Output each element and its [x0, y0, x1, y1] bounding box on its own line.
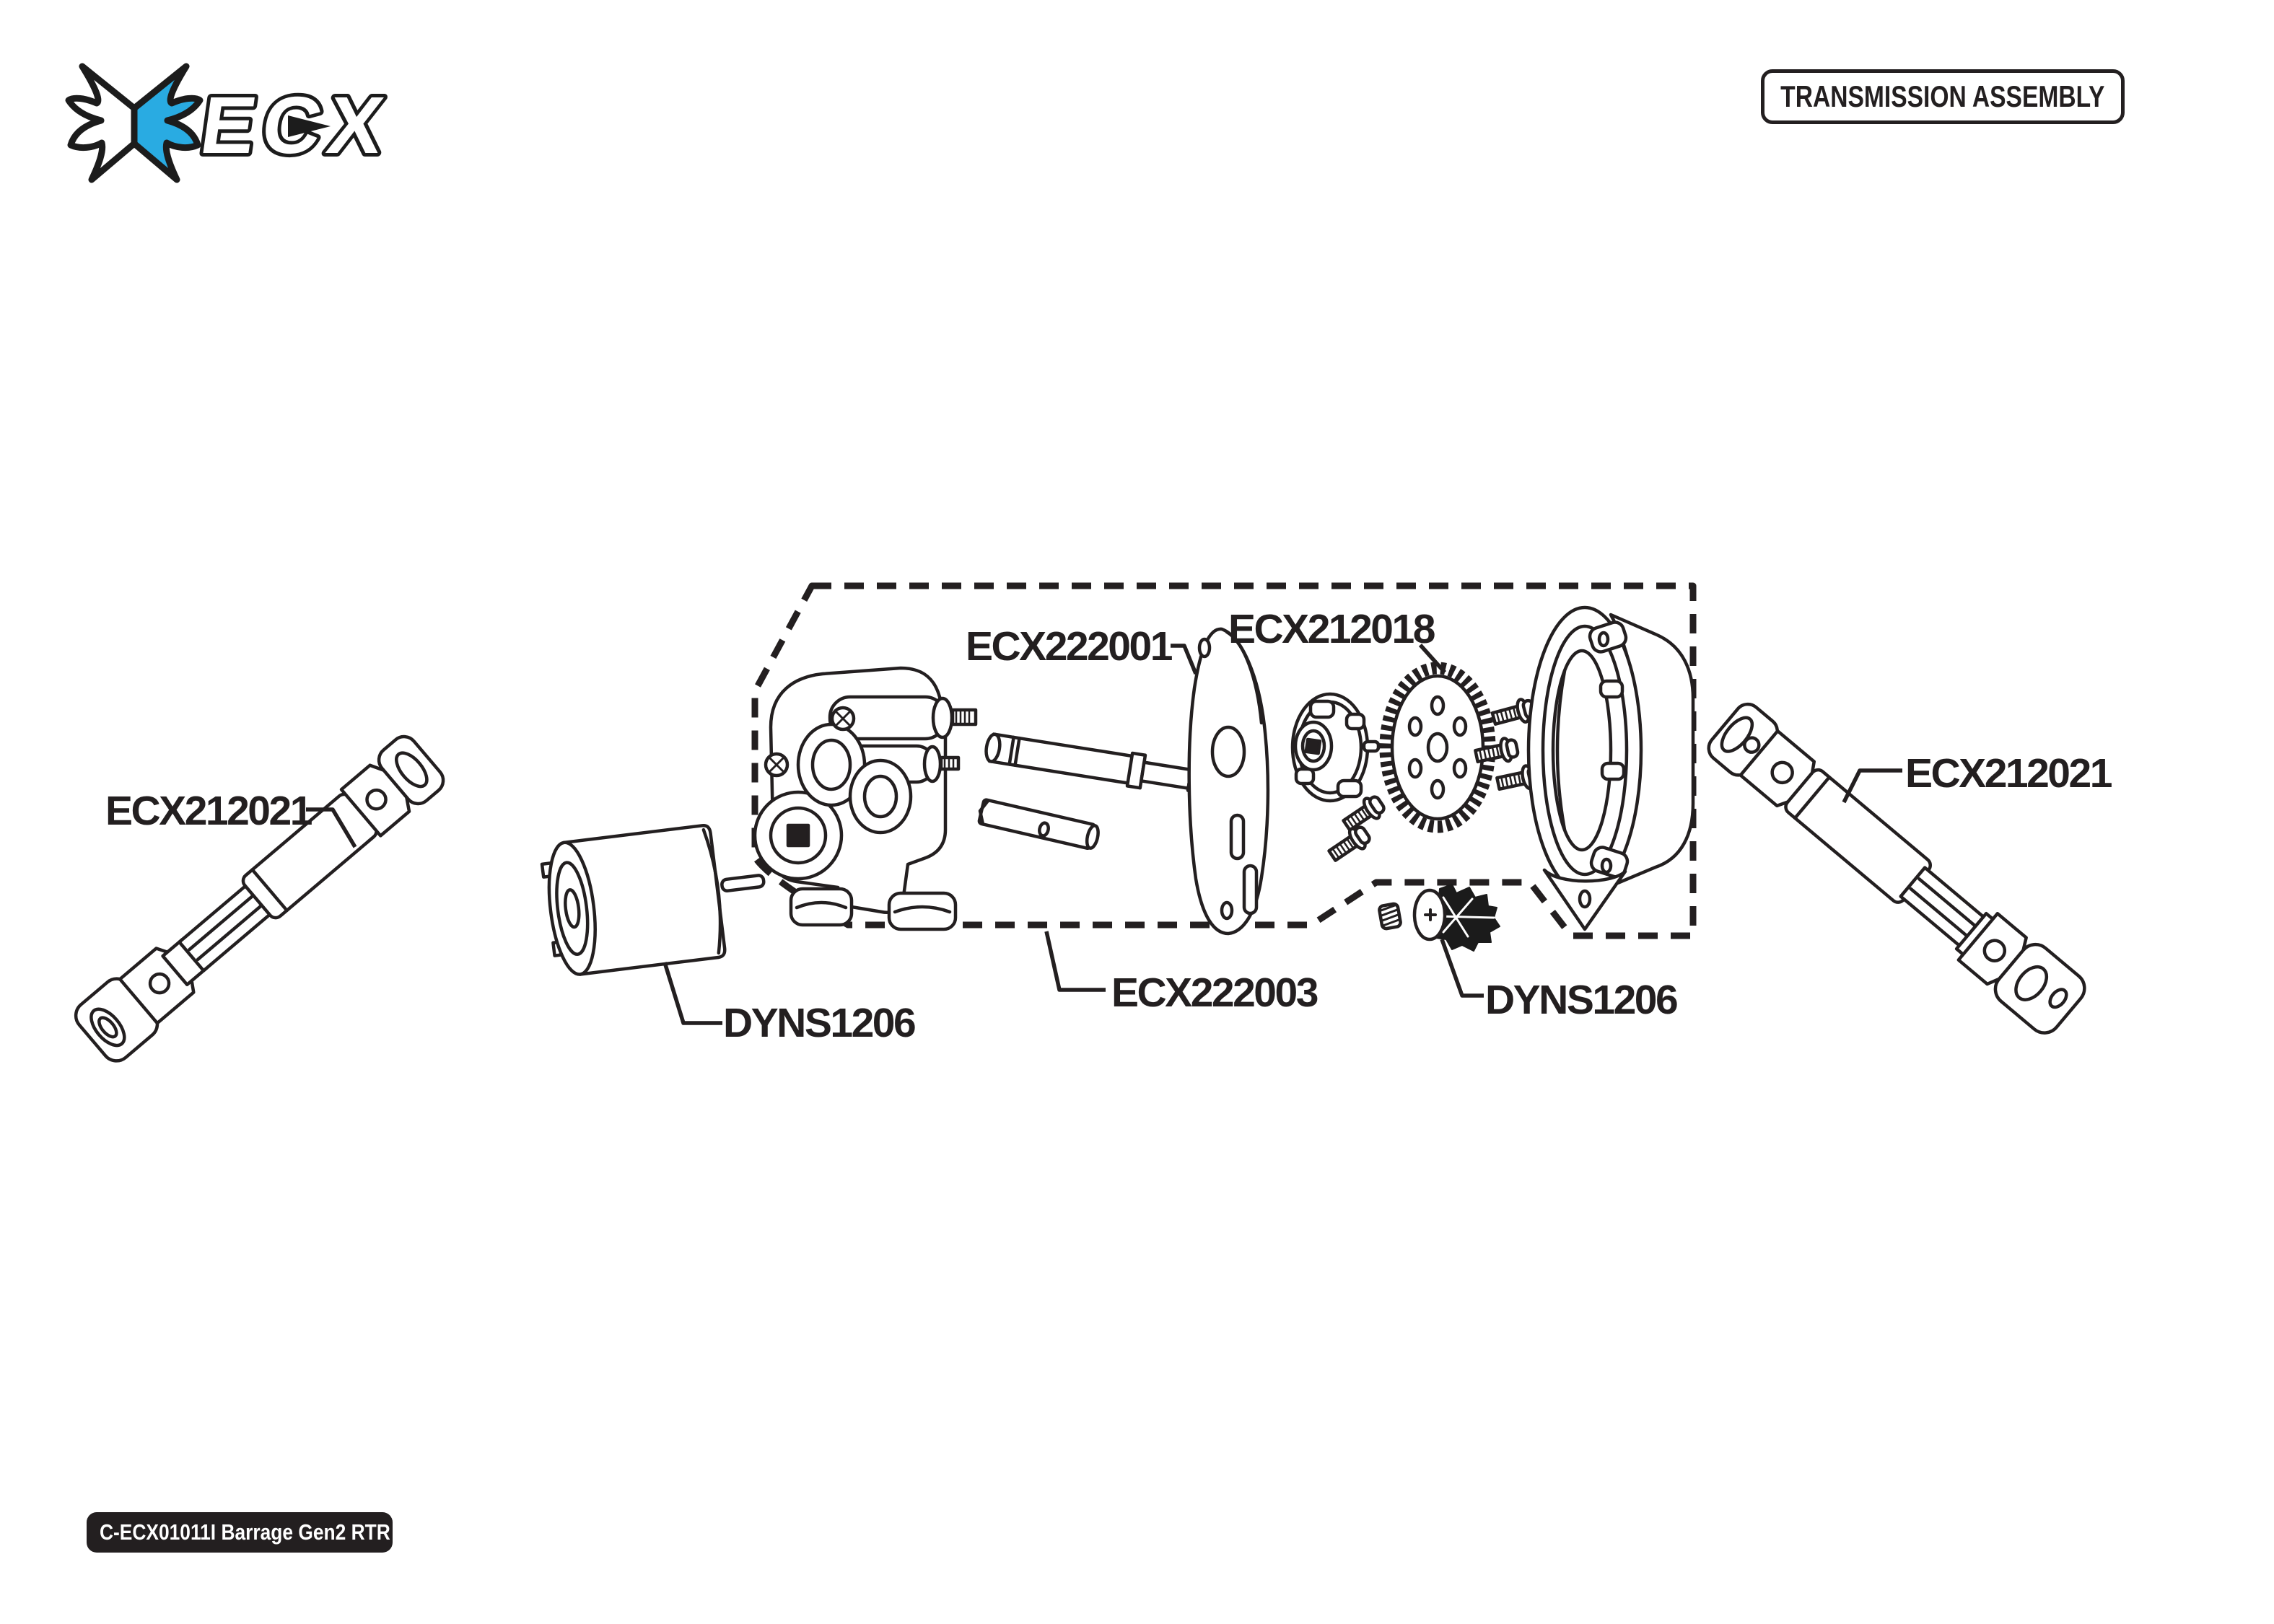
leader-case [1044, 931, 1106, 992]
driveshaft-right-part [1707, 702, 2086, 1035]
callout-pinion: DYNS1206 [1485, 977, 1679, 1023]
ecx-logo: ECX [65, 63, 400, 183]
motor-plate-part [1187, 627, 1270, 936]
leader-driveshaft-left [306, 807, 357, 848]
leader-driveshaft-right [1842, 768, 1902, 804]
callout-driveshaft-right: ECX212021 [1905, 750, 2112, 796]
set-screw-part [1378, 902, 1402, 931]
ecx-logo-mark-right [131, 63, 204, 183]
leader-spur-gear [1418, 644, 1447, 674]
screw-5 [1327, 825, 1371, 862]
model-code-badge: C-ECX01011I Barrage Gen2 RTR [87, 1512, 393, 1553]
ecx-logo-mark-left [65, 63, 138, 183]
screw-4 [1342, 795, 1386, 832]
ecx-logo-arrow [288, 115, 331, 137]
page-title-text: TRANSMISSION ASSEMBLY [1780, 79, 2105, 113]
gear-cover-part [1526, 605, 1695, 931]
leader-pinion [1440, 939, 1484, 998]
leader-lines [306, 644, 1902, 1025]
driveshaft-left-part [74, 734, 445, 1063]
motor-part [540, 823, 766, 976]
screw-2 [1474, 737, 1520, 764]
page-title: TRANSMISSION ASSEMBLY [1761, 69, 2125, 124]
slipper-hub-part [1290, 692, 1381, 803]
idler-shaft-part [977, 798, 1100, 851]
pinion-gear-part [1412, 884, 1500, 952]
leader-motor-plate [1171, 644, 1198, 675]
callout-motor-plate: ECX222001 [966, 623, 1173, 670]
model-code-text: C-ECX01011I Barrage Gen2 RTR [100, 1519, 390, 1545]
callout-motor: DYNS1206 [723, 1000, 917, 1046]
spur-gear-part [1379, 662, 1496, 833]
transmission-case-part [753, 666, 978, 931]
callout-spur-gear: ECX212018 [1228, 606, 1435, 652]
callout-case: ECX222003 [1111, 970, 1319, 1016]
leader-motor [662, 962, 722, 1025]
callout-driveshaft-left: ECX212021 [105, 788, 312, 834]
